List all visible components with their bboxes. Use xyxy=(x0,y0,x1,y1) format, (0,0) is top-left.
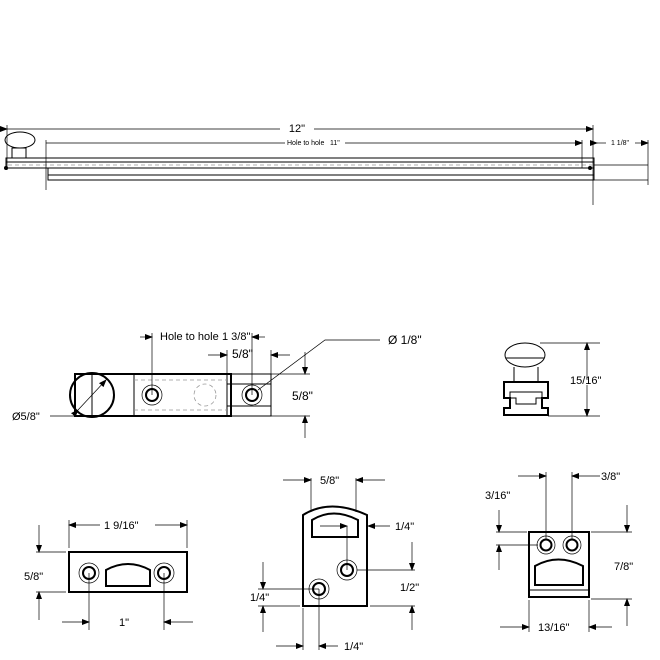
strike-plate: 1 9/16" 5/8" 1" xyxy=(24,520,193,630)
bolt-hole-to-hole-value: 1 3/8" xyxy=(222,331,250,343)
knob-diameter-label: Ø5/8" xyxy=(12,411,40,423)
knob-icon xyxy=(4,131,36,159)
throw-label: 1 1/8" xyxy=(611,140,630,147)
keeper-width-label: 5/8" xyxy=(320,475,339,487)
strike-hole-spacing-label: 1" xyxy=(119,617,129,629)
hole-to-hole-label: Hole to hole xyxy=(287,140,324,147)
catch-hole-offset-label: 3/16" xyxy=(485,490,510,502)
side-height-label: 15/16" xyxy=(570,375,602,387)
bolt-detail: Hole to hole 1 3/8" 5/8" 5/8" Ø 1/8" Ø5/… xyxy=(12,331,422,438)
catch-hole-spacing-label: 3/8" xyxy=(601,471,620,483)
keeper-bottom-hole-height-label: 1/4" xyxy=(250,592,269,604)
keeper-offset-top-label: 1/4" xyxy=(395,521,414,533)
guide-width-label: 5/8" xyxy=(232,347,253,361)
side-view: 15/16" xyxy=(503,342,602,417)
bolt-hole-to-hole-label: Hole to hole xyxy=(160,331,219,343)
strike-width-label: 1 9/16" xyxy=(104,520,139,532)
keeper-offset-right-label: 1/2" xyxy=(400,582,419,594)
hole-diameter-label: Ø 1/8" xyxy=(388,333,422,347)
bolt-height-label: 5/8" xyxy=(292,389,313,403)
hole-to-hole-value: 11" xyxy=(330,140,340,147)
strike-height-label: 5/8" xyxy=(24,571,43,583)
keeper: 5/8" 1/4" 1/2" 1/4" 1/4" xyxy=(250,475,419,653)
catch: 3/8" 3/16" 7/8" 13/16" xyxy=(485,471,633,634)
overall-length-label: 12" xyxy=(289,123,305,135)
catch-height-label: 7/8" xyxy=(614,561,633,573)
catch-width-label: 13/16" xyxy=(538,622,570,634)
top-view-bolt: 12" Hole to hole 11" 1 1/8" xyxy=(0,123,649,205)
keeper-bottom-hole-offset-label: 1/4" xyxy=(344,641,363,653)
